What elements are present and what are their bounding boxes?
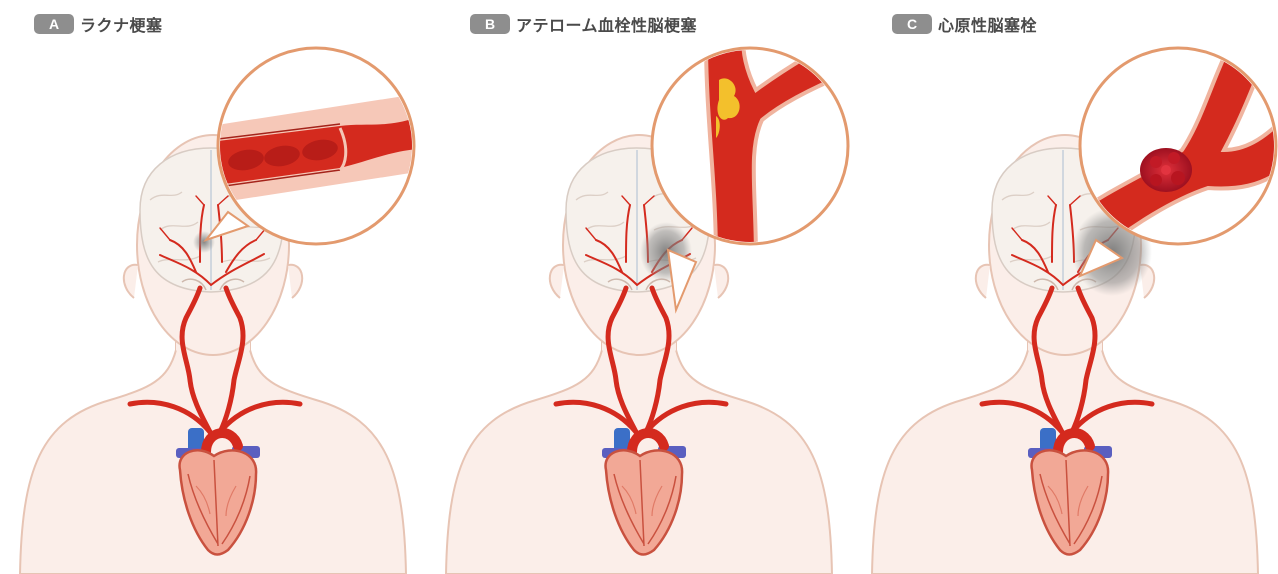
panel-a-badge: A — [34, 14, 74, 34]
panel-a: A ラクナ梗塞 — [0, 0, 426, 574]
panel-b: B アテローム血栓性脳梗塞 — [426, 0, 852, 574]
panel-a-header: A ラクナ梗塞 — [34, 12, 163, 36]
cardioembolic-stroke-illustration — [852, 0, 1278, 574]
lacunar-infarction-illustration — [0, 0, 426, 574]
panel-b-title: アテローム血栓性脳梗塞 — [516, 12, 697, 36]
panel-a-title: ラクナ梗塞 — [80, 12, 163, 36]
panel-b-badge: B — [470, 14, 510, 34]
panel-c-badge: C — [892, 14, 932, 34]
panel-c-title: 心原性脳塞栓 — [938, 12, 1037, 36]
panel-b-header: B アテローム血栓性脳梗塞 — [470, 12, 697, 36]
panel-c: C 心原性脳塞栓 — [852, 0, 1278, 574]
atherothrombotic-infarction-illustration — [426, 0, 852, 574]
panel-c-header: C 心原性脳塞栓 — [892, 12, 1037, 36]
